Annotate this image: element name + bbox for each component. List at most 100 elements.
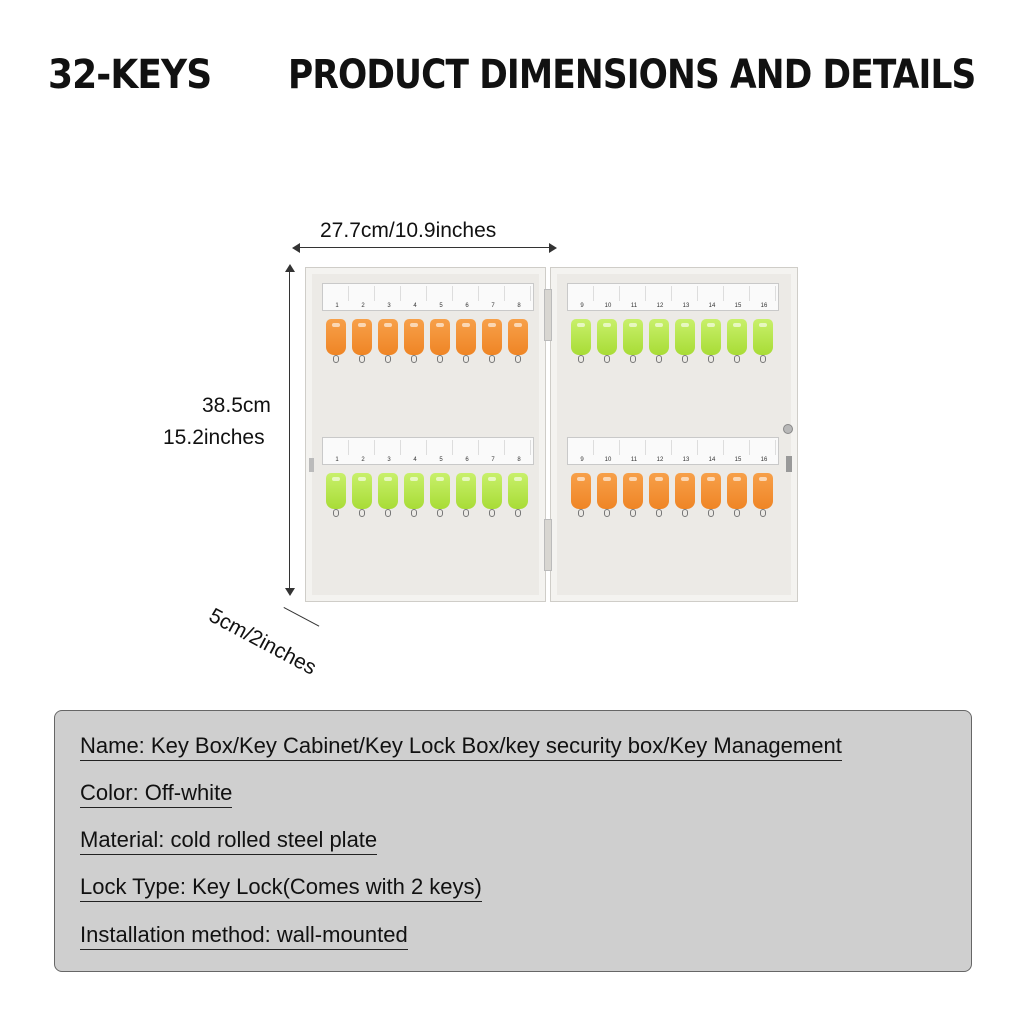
- hook-number: 10: [604, 457, 612, 463]
- key-ring-icon: [682, 355, 688, 363]
- key-tag: [571, 319, 591, 355]
- tag-hole: [514, 477, 522, 481]
- key-tag: [727, 473, 747, 509]
- key-tag: [430, 473, 450, 509]
- tag-hole: [410, 323, 418, 327]
- key-tag: [378, 473, 398, 509]
- detail-color: Color: Off-white: [80, 780, 233, 808]
- label-cell: [481, 286, 505, 301]
- label-cell: [507, 286, 531, 301]
- hook-number: 8: [517, 457, 521, 463]
- key-tag: [701, 473, 721, 509]
- key-tag: [456, 319, 476, 355]
- tag-hole: [577, 477, 585, 481]
- key-tag: [404, 319, 424, 355]
- arrow-down-icon: [285, 588, 295, 596]
- hook-number: 3: [387, 303, 391, 309]
- label-cell: [377, 440, 401, 455]
- depth-line: [283, 607, 320, 627]
- hook-number: 15: [734, 303, 742, 309]
- hook-number: 7: [491, 303, 495, 309]
- left-door: [305, 267, 546, 602]
- key-ring-icon: [656, 355, 662, 363]
- tag-hole: [655, 323, 663, 327]
- label-cell: [325, 440, 349, 455]
- detail-name: Name: Key Box/Key Cabinet/Key Lock Box/k…: [80, 733, 842, 761]
- key-ring-icon: [604, 509, 610, 517]
- hook-number: 16: [760, 457, 768, 463]
- hook-number: 14: [708, 303, 716, 309]
- right-door: [550, 267, 798, 602]
- key-ring-icon: [359, 509, 365, 517]
- key-tag: [326, 319, 346, 355]
- key-tag: [352, 319, 372, 355]
- key-tag: [623, 319, 643, 355]
- tag-hole: [629, 323, 637, 327]
- label-cell: [700, 286, 724, 301]
- tag-hole: [488, 323, 496, 327]
- label-cell: [403, 440, 427, 455]
- key-tag: [753, 319, 773, 355]
- key-ring-icon: [656, 509, 662, 517]
- hook-number: 11: [630, 457, 638, 463]
- key-tag: [482, 319, 502, 355]
- height-cm-label: 38.5cm: [202, 394, 271, 417]
- hook-number: 6: [465, 303, 469, 309]
- page-title: PRODUCT DIMENSIONS AND DETAILS: [288, 52, 976, 98]
- label-cell: [325, 286, 349, 301]
- depth-label: 5cm/2inches: [205, 604, 321, 680]
- label-cell: [429, 286, 453, 301]
- tag-hole: [384, 477, 392, 481]
- detail-material: Material: cold rolled steel plate: [80, 827, 378, 855]
- key-ring-icon: [578, 509, 584, 517]
- key-ring-icon: [333, 509, 339, 517]
- label-cell: [648, 286, 672, 301]
- key-tag: [623, 473, 643, 509]
- key-ring-icon: [734, 509, 740, 517]
- key-ring-icon: [630, 509, 636, 517]
- hook-number: 13: [682, 303, 690, 309]
- tag-hole: [603, 323, 611, 327]
- label-cell: [648, 440, 672, 455]
- height-in-label: 15.2inches: [163, 426, 265, 449]
- key-ring-icon: [682, 509, 688, 517]
- label-cell: [507, 440, 531, 455]
- hook-number: 4: [413, 303, 417, 309]
- label-cell: [481, 440, 505, 455]
- key-tag: [508, 319, 528, 355]
- tag-hole: [384, 323, 392, 327]
- hook-number: 1: [335, 457, 339, 463]
- key-ring-icon: [359, 355, 365, 363]
- tag-hole: [759, 477, 767, 481]
- label-cell: [674, 286, 698, 301]
- key-tag: [727, 319, 747, 355]
- tag-hole: [514, 323, 522, 327]
- label-cell: [622, 440, 646, 455]
- label-cell: [429, 440, 453, 455]
- tag-hole: [707, 477, 715, 481]
- label-cell: [726, 440, 750, 455]
- hook-number: 12: [656, 303, 664, 309]
- tag-hole: [436, 477, 444, 481]
- key-ring-icon: [734, 355, 740, 363]
- label-cell: [752, 440, 776, 455]
- label-cell: [351, 440, 375, 455]
- arrow-right-icon: [549, 243, 557, 253]
- key-tag: [482, 473, 502, 509]
- key-tag: [649, 319, 669, 355]
- key-ring-icon: [489, 355, 495, 363]
- keys-count-title: 32-KEYS: [48, 52, 212, 98]
- label-cell: [700, 440, 724, 455]
- tag-hole: [733, 323, 741, 327]
- tag-hole: [629, 477, 637, 481]
- label-cell: [377, 286, 401, 301]
- label-cell: [455, 440, 479, 455]
- key-ring-icon: [411, 509, 417, 517]
- hinge-bottom: [544, 519, 552, 571]
- label-cell: [455, 286, 479, 301]
- tag-hole: [358, 477, 366, 481]
- tag-hole: [759, 323, 767, 327]
